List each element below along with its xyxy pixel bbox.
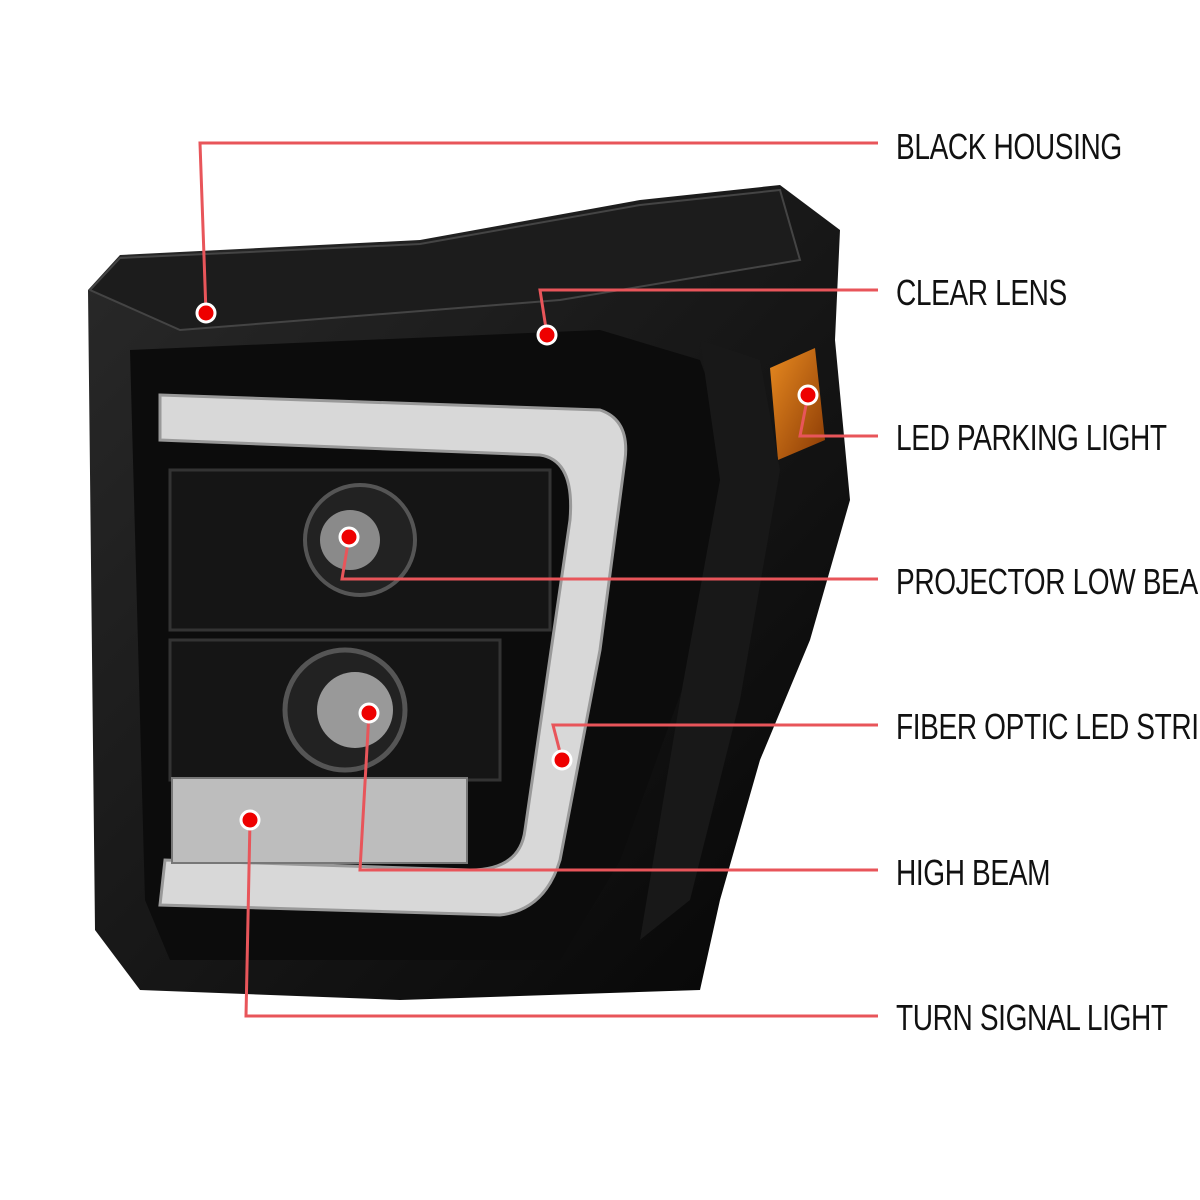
label-led-parking-light: LED PARKING LIGHT <box>896 417 1167 458</box>
top-rim <box>88 188 802 332</box>
label-turn-signal-light: TURN SIGNAL LIGHT <box>896 997 1168 1038</box>
label-black-housing: BLACK HOUSING <box>896 126 1122 167</box>
label-high-beam: HIGH BEAM <box>896 852 1051 893</box>
label-fiber-optic-led-strip: FIBER OPTIC LED STRIP <box>896 706 1200 747</box>
callout-line-black-housing <box>198 141 878 314</box>
callout-dot <box>551 749 573 771</box>
callout-line-high-beam <box>358 712 878 872</box>
callout-dot <box>239 809 261 831</box>
callout-line-low-beam <box>340 536 878 581</box>
callout-dot <box>195 302 217 324</box>
callout-dot <box>338 526 360 548</box>
label-projector-low-beam: PROJECTOR LOW BEAM <box>896 561 1200 602</box>
callout-line-fiber-optic <box>551 723 878 761</box>
callout-line-parking-light <box>798 394 878 438</box>
callout-dot <box>358 702 380 724</box>
callout-dot <box>536 324 558 346</box>
turn-signal-lens <box>171 777 468 864</box>
callout-dot <box>797 384 819 406</box>
label-clear-lens: CLEAR LENS <box>896 272 1067 313</box>
callout-line-turn-signal <box>244 819 878 1018</box>
parking-light-lens <box>770 348 825 460</box>
callout-line-clear-lens <box>538 288 878 336</box>
